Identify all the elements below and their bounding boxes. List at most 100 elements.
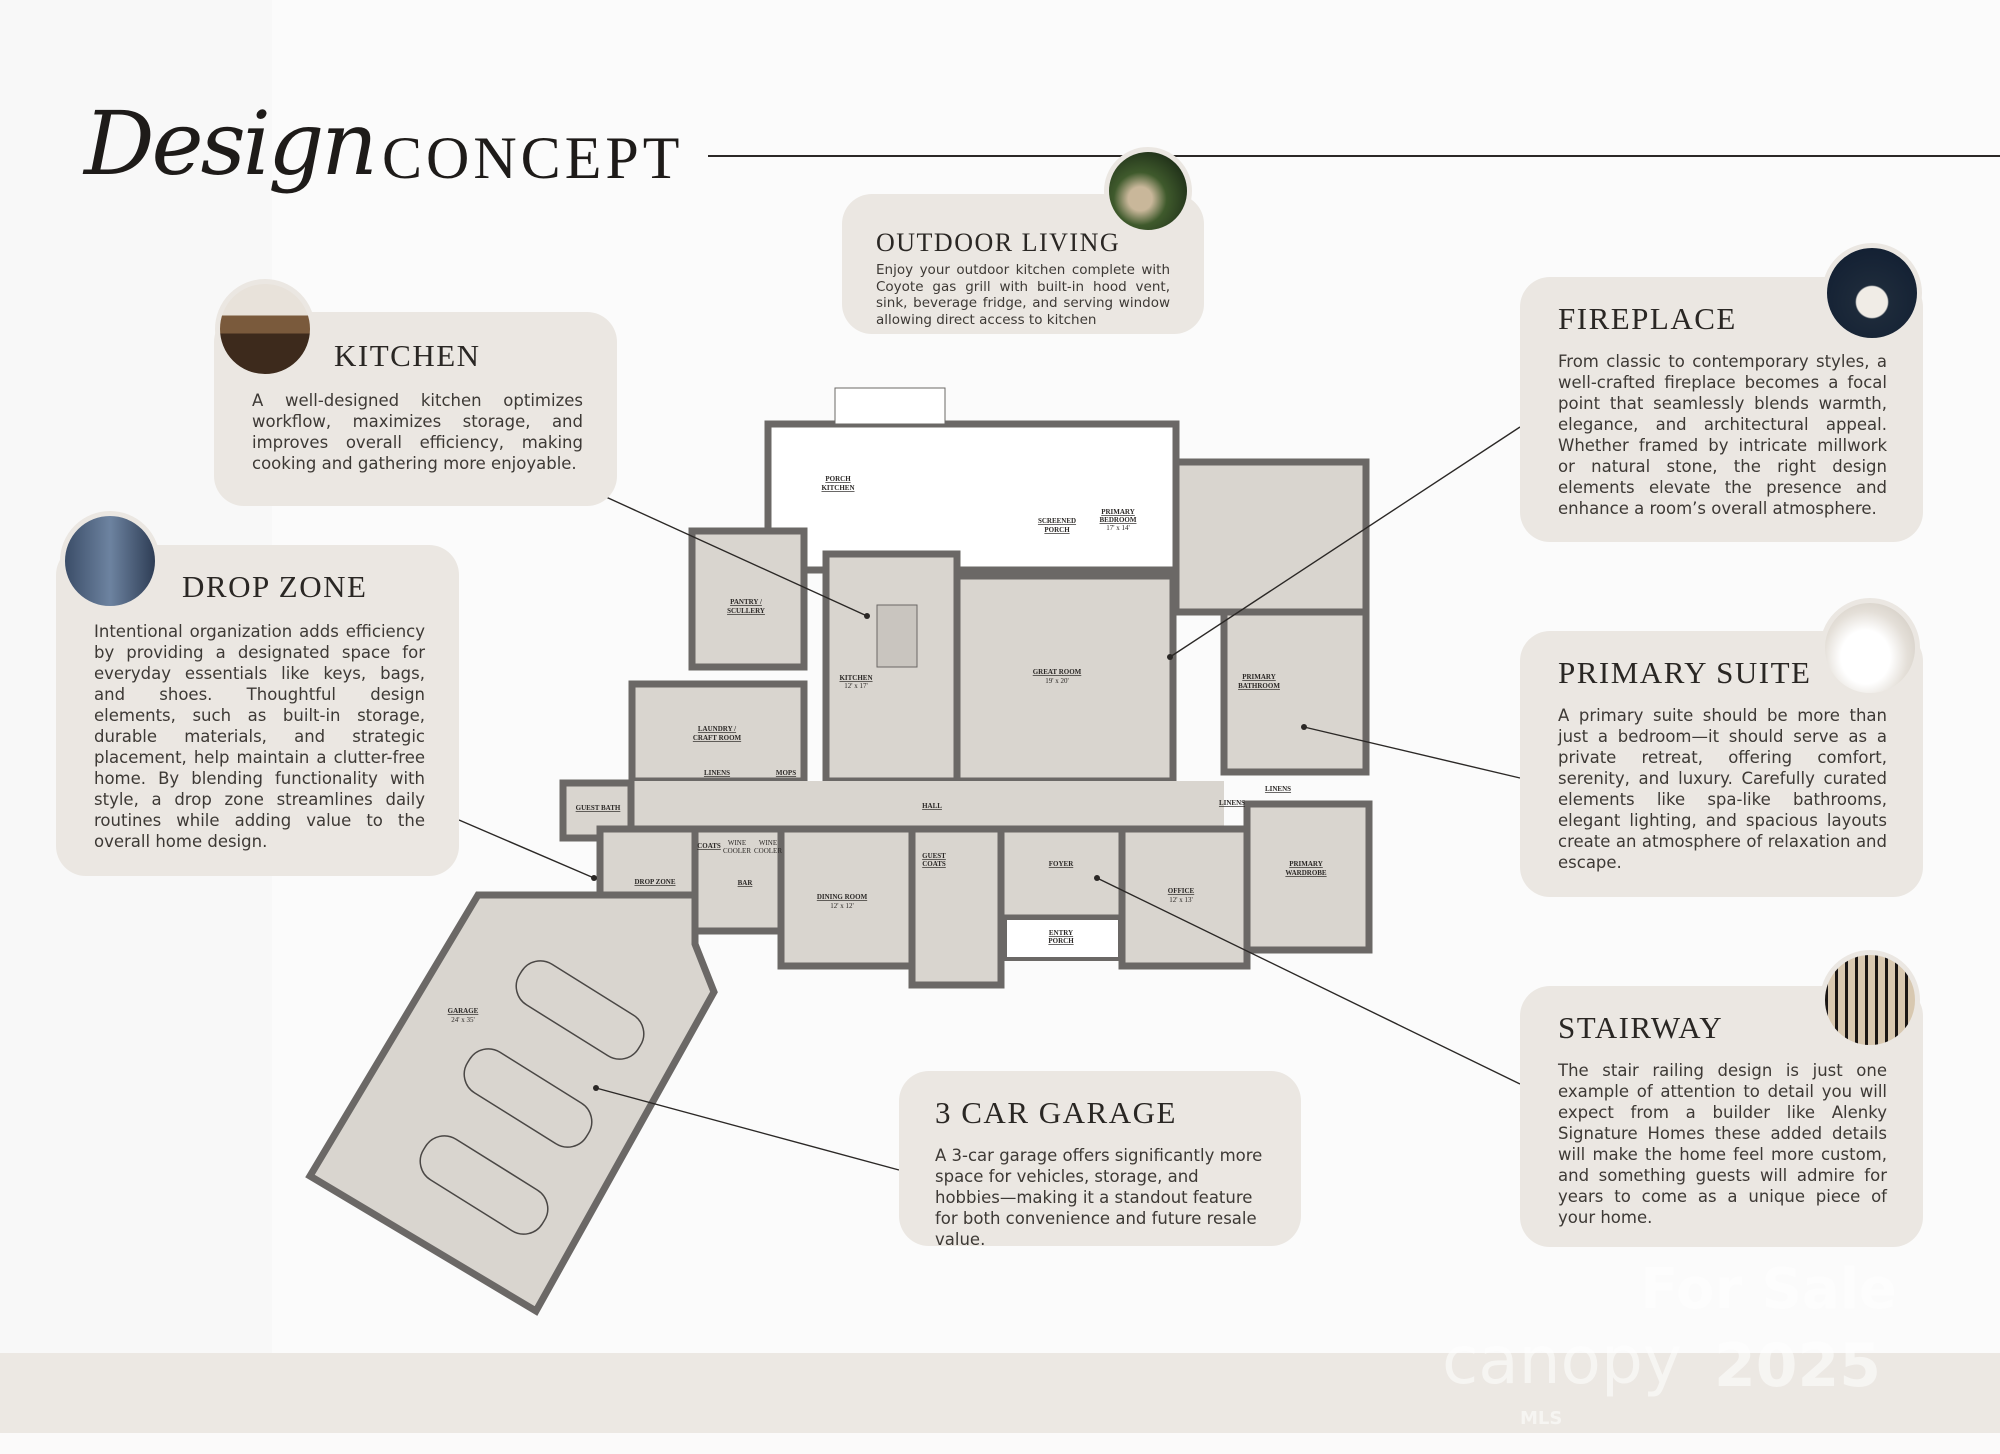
kitchen-photo xyxy=(215,279,315,379)
card-title: FIREPLACE xyxy=(1558,301,1737,336)
watermark-for-sale: For Sale xyxy=(1640,1257,1897,1322)
callout-dot xyxy=(864,613,870,619)
porch-railing xyxy=(834,387,946,425)
room-label: GUEST BATH xyxy=(576,804,621,812)
room-label: DROP ZONE xyxy=(634,878,675,886)
watermark-year: 2025 xyxy=(1714,1331,1881,1401)
room-label: PRIMARY xyxy=(1242,673,1276,681)
room-label: WARDROBE xyxy=(1285,869,1327,877)
room-label: LINENS xyxy=(704,769,730,777)
callout-dots xyxy=(591,613,1307,1091)
room-label: HALL xyxy=(922,802,942,810)
stairway-callout xyxy=(1096,877,1521,1085)
card-text: From classic to contemporary styles, a w… xyxy=(1558,352,1887,518)
drop-zone-card: DROP ZONE Intentional organization adds … xyxy=(56,545,459,876)
dropzone-callout xyxy=(458,819,595,879)
room-label: PRIMARY xyxy=(1101,508,1135,516)
room-label: SCREENED xyxy=(1038,517,1076,525)
car xyxy=(419,1135,549,1235)
room-label: WINE xyxy=(759,839,777,847)
stairway-photo xyxy=(1820,950,1920,1050)
primary-bedroom-area xyxy=(1172,458,1370,616)
outdoor-photo xyxy=(1104,147,1192,235)
room-label: FOYER xyxy=(1049,860,1074,868)
fireplace-photo xyxy=(1822,243,1922,343)
card-title: 3 CAR GARAGE xyxy=(935,1095,1177,1130)
primary-bathroom-area xyxy=(1220,608,1370,776)
room-label: ENTRY xyxy=(1049,929,1073,937)
title-rule xyxy=(708,155,2000,157)
room-label: OFFICE xyxy=(1168,887,1195,895)
room-label: PORCH xyxy=(825,475,851,483)
room-label: COOLER xyxy=(723,847,751,855)
primary-suite-photo xyxy=(1820,598,1920,698)
card-text: A primary suite should be more than just… xyxy=(1558,706,1887,872)
room-label: PORCH xyxy=(1044,526,1070,534)
room-label: PORCH xyxy=(1048,937,1074,945)
room-dim: 17' x 14' xyxy=(1106,524,1130,532)
card-text: Enjoy your outdoor kitchen complete with… xyxy=(876,262,1170,328)
room-dim: 19' x 20' xyxy=(1045,677,1069,685)
title-script: Design xyxy=(84,92,378,195)
room-label: DINING ROOM xyxy=(817,893,868,901)
kitchen-island xyxy=(876,604,918,668)
garage-card: 3 CAR GARAGE A 3-car garage offers signi… xyxy=(899,1071,1301,1249)
room-label: WINE xyxy=(728,839,746,847)
card-title: KITCHEN xyxy=(334,338,481,373)
callout-dot xyxy=(1301,724,1307,730)
foyer-area xyxy=(997,825,1126,922)
great-room-area xyxy=(953,572,1177,785)
pantry-area xyxy=(688,527,808,671)
callout-dot xyxy=(1167,654,1173,660)
room-label: GARAGE xyxy=(448,1007,479,1015)
garage-area xyxy=(305,891,718,1316)
primary-wardrobe-area xyxy=(1243,800,1373,954)
room-label: LINENS xyxy=(1219,799,1245,807)
room-label: 12' x 13' xyxy=(1169,896,1193,904)
room-dim: 12' x 17' xyxy=(844,682,868,690)
car xyxy=(515,960,645,1060)
room-label: MOPS xyxy=(776,769,796,777)
drop-zone-photo xyxy=(60,511,160,611)
laundry-area xyxy=(628,680,808,785)
hall-area xyxy=(561,781,1224,829)
suite-callout xyxy=(1303,726,1521,779)
room-label: COOLER xyxy=(754,847,782,855)
card-text: A well-designed kitchen optimizes workfl… xyxy=(252,391,583,473)
room-label: GUEST xyxy=(922,852,946,860)
footer-band xyxy=(0,1353,2000,1433)
card-text: Intentional organization adds efficiency… xyxy=(94,622,425,851)
kitchen-card: KITCHEN A well-designed kitchen optimize… xyxy=(214,312,617,506)
footer-strip xyxy=(0,1433,2000,1454)
callout-dot xyxy=(1094,875,1100,881)
card-title: PRIMARY SUITE xyxy=(1558,655,1812,690)
room-label: PRIMARY xyxy=(1289,860,1323,868)
garage-cars xyxy=(419,960,645,1235)
callout-dot xyxy=(593,1085,599,1091)
room-label: 24' x 35' xyxy=(451,1016,475,1024)
card-title: STAIRWAY xyxy=(1558,1010,1724,1045)
callout-dot xyxy=(591,875,597,881)
screened-porch-area xyxy=(764,420,1180,574)
car xyxy=(463,1048,593,1148)
callout-lines xyxy=(458,426,1521,1171)
room-label: KITCHEN xyxy=(839,674,872,682)
room-label: BATHROOM xyxy=(1238,682,1280,690)
room-label: LAUNDRY / xyxy=(698,725,737,733)
fireplace-callout xyxy=(1169,426,1521,658)
room-label: LINENS xyxy=(1265,785,1291,793)
room-label: PANTRY / xyxy=(730,598,763,606)
card-title: OUTDOOR LIVING xyxy=(876,228,1121,257)
room-labels: PORCH KITCHEN SCREENED PORCH PRIMARY BED… xyxy=(448,475,1327,1024)
title-caps: CONCEPT xyxy=(382,125,684,191)
card-text: A 3-car garage offers significantly more… xyxy=(935,1146,1263,1249)
plan-rooms xyxy=(305,387,1373,1316)
room-label: 12' x 12' xyxy=(830,902,854,910)
room-label: COATS xyxy=(922,860,946,868)
watermark-brand: canopy xyxy=(1442,1322,1682,1399)
garage-callout xyxy=(595,1087,900,1171)
card-text: The stair railing design is just one exa… xyxy=(1558,1061,1887,1227)
room-label: COATS xyxy=(697,842,721,850)
room-label: CRAFT ROOM xyxy=(693,734,742,742)
